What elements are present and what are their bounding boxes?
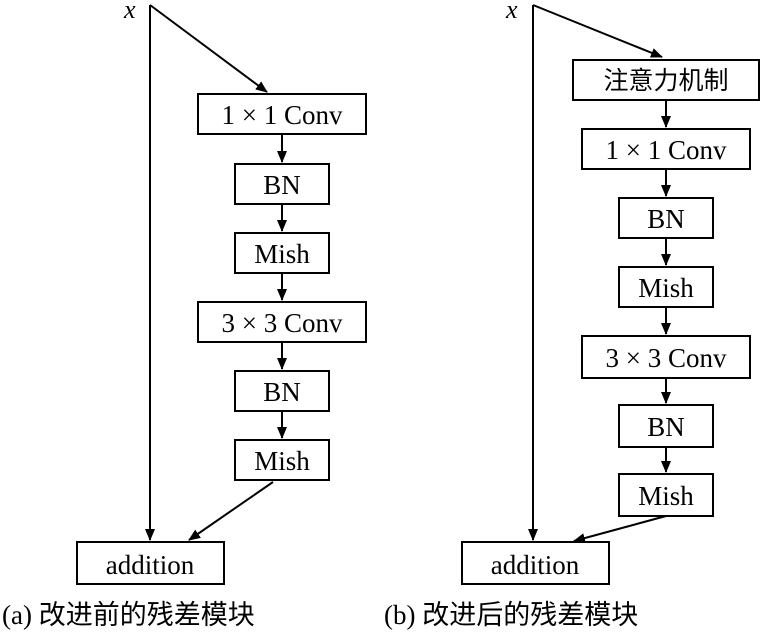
left-addition-label: addition (106, 550, 195, 580)
right-block-bn-2-label: BN (647, 412, 685, 442)
left-arrow-6 (188, 481, 274, 541)
left-block-mish-2-label: Mish (254, 446, 310, 476)
left-input-arrow (149, 4, 268, 93)
right-caption: (b) 改进后的残差模块 (384, 600, 638, 630)
right-arrow-7 (573, 515, 667, 543)
left-addition: addition (76, 541, 225, 585)
right-block-conv1x1: 1 × 1 Conv (581, 128, 751, 170)
right-block-attention: 注意力机制 (572, 59, 760, 101)
right-block-bn-1-label: BN (647, 204, 685, 234)
left-block-conv3x3-label: 3 × 3 Conv (222, 308, 343, 338)
right-block-mish-2-label: Mish (638, 481, 694, 511)
right-block-attention-label: 注意力机制 (603, 66, 728, 95)
right-block-conv3x3-label: 3 × 3 Conv (606, 343, 727, 373)
right-addition: addition (461, 541, 610, 585)
right-block-conv1x1-label: 1 × 1 Conv (606, 135, 727, 165)
left-block-bn-2: BN (234, 370, 330, 412)
left-block-bn-1-label: BN (263, 170, 301, 200)
right-block-mish-2: Mish (618, 473, 714, 517)
left-block-bn-1: BN (234, 163, 330, 205)
right-addition-label: addition (491, 550, 580, 580)
right-block-conv3x3: 3 × 3 Conv (581, 335, 751, 379)
right-block-bn-2: BN (618, 404, 714, 448)
left-diagram: x 1 × 1 Conv BN Mish 3 × 3 Conv BN (2, 0, 367, 630)
right-block-mish-1: Mish (618, 266, 714, 308)
right-input-arrow (532, 4, 663, 58)
left-block-conv3x3: 3 × 3 Conv (197, 301, 367, 343)
left-block-mish-1-label: Mish (254, 239, 310, 269)
left-block-mish-2: Mish (234, 439, 330, 481)
right-diagram: x 注意力机制 1 × 1 Conv BN Mish 3 × 3 Conv (384, 0, 760, 630)
right-input-label: x (505, 0, 518, 24)
left-caption: (a) 改进前的残差模块 (2, 600, 255, 630)
left-input-label: x (123, 0, 136, 24)
left-block-bn-2-label: BN (263, 377, 301, 407)
left-block-conv1x1-label: 1 × 1 Conv (222, 100, 343, 130)
left-block-mish-1: Mish (234, 232, 330, 274)
left-block-conv1x1: 1 × 1 Conv (197, 93, 367, 135)
right-block-bn-1: BN (618, 197, 714, 239)
right-block-mish-1-label: Mish (638, 273, 694, 303)
